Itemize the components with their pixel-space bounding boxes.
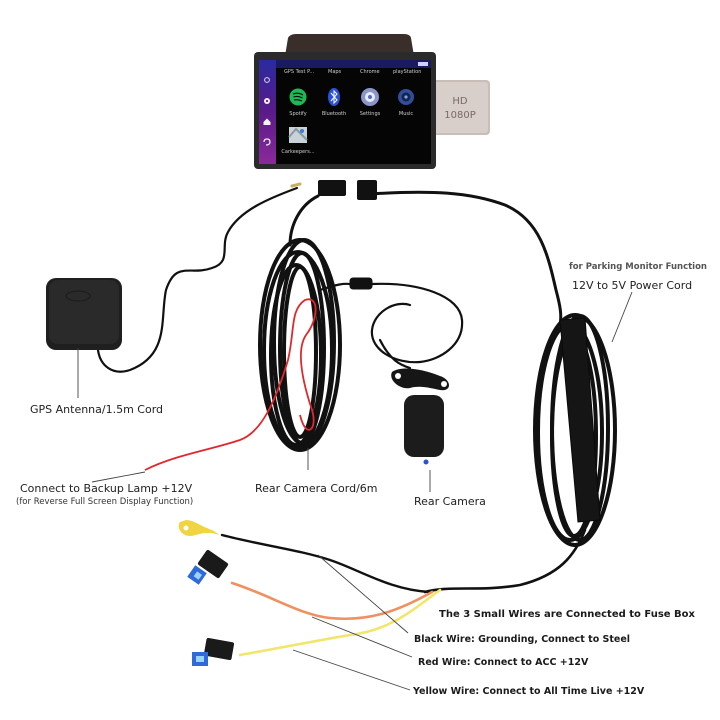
app-settings[interactable]: Settings: [360, 88, 381, 117]
black-wire-label: Black Wire: Grounding, Connect to Steel: [414, 634, 631, 645]
cables: [96, 182, 617, 594]
screen-sidebar: [259, 60, 276, 164]
backup-lamp-red-wire: [144, 298, 317, 471]
hd-badge-line2: 1080P: [444, 110, 475, 121]
screen-top-label[interactable]: Chrome: [360, 69, 380, 75]
rear-cord-plug: [318, 180, 346, 196]
yellow-wire-desc: Connect to All Time Live +12V: [479, 686, 645, 697]
app-bluetooth[interactable]: Bluetooth: [322, 88, 346, 117]
rear-camera-label: Rear Camera: [414, 495, 486, 508]
gear-icon[interactable]: [264, 98, 270, 104]
screen-top-label[interactable]: GPS Test P...: [284, 69, 315, 75]
back-icon[interactable]: [263, 138, 271, 146]
fuse-box-label: The 3 Small Wires are Connected to Fuse …: [439, 609, 696, 620]
power-cord-plug: [357, 180, 377, 200]
backup-lamp-label: Connect to Backup Lamp +12V: [20, 482, 193, 495]
fuse-tap-red: [187, 549, 229, 585]
windshield-mount: [285, 34, 414, 56]
rear-camera: [391, 368, 449, 465]
yellow-wire-prefix: Yellow Wire:: [413, 686, 480, 697]
power-cord-coil: [533, 313, 617, 547]
dash-cam-device: HD 1080P GPS Test P... Maps Chrome playS…: [254, 34, 490, 169]
power-cord-lead: [368, 190, 563, 327]
gps-antenna: [46, 278, 122, 350]
gps-antenna-label: GPS Antenna/1.5m Cord: [30, 403, 164, 416]
converter-box: [559, 317, 601, 523]
screen-top-label[interactable]: playStation: [393, 69, 421, 75]
fuse-wires: [220, 533, 442, 657]
app-music[interactable]: Music: [398, 89, 414, 117]
apps-icon[interactable]: [264, 77, 270, 83]
home-icon[interactable]: [263, 118, 271, 126]
yellow-live-wire: [238, 588, 442, 657]
fuse-tap-yellow: [192, 638, 235, 666]
device-screen: [259, 60, 431, 164]
rear-cord-lead: [288, 194, 320, 247]
backup-lamp-note: (for Reverse Full Screen Display Functio…: [16, 497, 194, 507]
app-carkeepers[interactable]: Carkeepers...: [281, 127, 315, 155]
app-label: Music: [399, 111, 413, 117]
rear-camera-cord-label: Rear Camera Cord/6m: [255, 482, 378, 495]
black-ground-wire: [220, 533, 432, 594]
yellow-wire-label: Yellow Wire: Connect to All Time Live +1…: [413, 686, 644, 697]
red-wire-label: Red Wire: Connect to ACC +12V: [418, 657, 589, 668]
app-label: Spotify: [289, 111, 306, 117]
leader-lines: [77, 291, 633, 691]
gps-cord: [96, 186, 299, 373]
app-label: Settings: [360, 111, 381, 117]
ring-terminal: [178, 520, 220, 536]
app-spotify[interactable]: Spotify: [289, 88, 307, 118]
app-label: Carkeepers...: [281, 149, 315, 155]
parking-monitor-note: for Parking Monitor Function: [569, 262, 707, 272]
app-label: Bluetooth: [322, 111, 346, 117]
hd-badge-line1: HD: [452, 96, 468, 107]
screen-status-bar: [276, 60, 431, 68]
power-cord-label: 12V to 5V Power Cord: [572, 279, 693, 292]
screen-top-label[interactable]: Maps: [328, 69, 342, 75]
red-acc-wire: [230, 581, 434, 621]
